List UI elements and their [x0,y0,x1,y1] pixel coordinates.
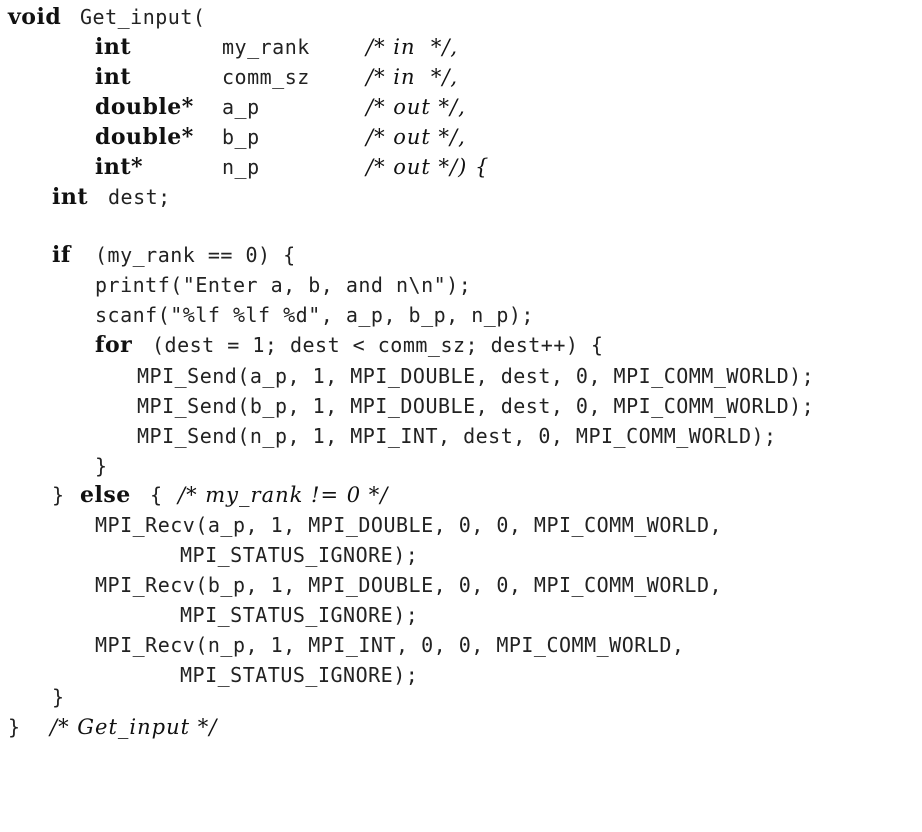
code-text: (my_rank == 0) { [95,243,296,267]
code-keyword: for [95,332,133,358]
code-comment: /* out */, [366,125,466,149]
code-comment: /* my_rank != 0 */ [178,483,389,507]
code-line: double* a_p /* out */, [0,92,465,122]
code-text: dest; [108,185,171,209]
code-listing: void Get_input( int my_rank /* in */, in… [0,2,814,742]
code-line: MPI_Recv(a_p, 1, MPI_DOUBLE, 0, 0, MPI_C… [0,510,722,540]
code-line: } [0,451,107,481]
code-comment: /* in */, [366,35,459,59]
code-line: } else { /* my_rank != 0 */ [0,480,387,510]
code-text: comm_sz [222,65,310,89]
code-line: MPI_STATUS_IGNORE); [0,600,418,630]
code-text: } [52,685,65,709]
code-keyword: int [52,184,89,210]
code-comment: /* out */) { [366,155,490,179]
code-line: } [0,682,64,712]
code-keyword: if [52,242,71,268]
code-line: MPI_Recv(b_p, 1, MPI_DOUBLE, 0, 0, MPI_C… [0,570,722,600]
code-comment: /* Get_input */ [50,715,218,739]
code-text: } [95,454,108,478]
code-text: MPI_Recv(n_p, 1, MPI_INT, 0, 0, MPI_COMM… [95,633,685,657]
code-line: double* b_p /* out */, [0,122,465,152]
code-text: my_rank [222,35,310,59]
code-text: a_p [222,95,260,119]
code-keyword: double* [95,94,194,120]
code-line: MPI_Send(b_p, 1, MPI_DOUBLE, dest, 0, MP… [0,391,814,421]
code-keyword: void [8,4,62,30]
code-text: } [52,483,65,507]
code-text: MPI_Recv(b_p, 1, MPI_DOUBLE, 0, 0, MPI_C… [95,573,723,597]
code-text: { [150,483,163,507]
code-text: (dest = 1; dest < comm_sz; dest++) { [152,333,604,357]
code-line: for (dest = 1; dest < comm_sz; dest++) { [0,330,603,360]
code-keyword: double* [95,124,194,150]
code-line: MPI_Send(a_p, 1, MPI_DOUBLE, dest, 0, MP… [0,361,814,391]
code-text: n_p [222,155,260,179]
code-text: MPI_Send(a_p, 1, MPI_DOUBLE, dest, 0, MP… [137,364,815,388]
code-line: } /* Get_input */ [0,712,216,742]
code-text: MPI_Recv(a_p, 1, MPI_DOUBLE, 0, 0, MPI_C… [95,513,723,537]
code-line: MPI_Recv(n_p, 1, MPI_INT, 0, 0, MPI_COMM… [0,630,684,660]
code-line: int* n_p /* out */) { [0,152,488,182]
code-text: MPI_STATUS_IGNORE); [180,663,419,687]
code-text: } [8,715,21,739]
code-line: printf("Enter a, b, and n\n"); [0,270,471,300]
code-comment: /* in */, [366,65,459,89]
code-keyword: int* [95,154,144,180]
code-text: b_p [222,125,260,149]
code-text: MPI_STATUS_IGNORE); [180,603,419,627]
code-line: int dest; [0,182,170,212]
code-text: MPI_Send(n_p, 1, MPI_INT, dest, 0, MPI_C… [137,424,777,448]
code-line: void Get_input( [0,2,205,32]
code-comment: /* out */, [366,95,466,119]
code-text: printf("Enter a, b, and n\n"); [95,273,472,297]
code-line: scanf("%lf %lf %d", a_p, b_p, n_p); [0,300,533,330]
code-line: int comm_sz /* in */, [0,62,457,92]
code-text: scanf("%lf %lf %d", a_p, b_p, n_p); [95,303,534,327]
code-line: MPI_Send(n_p, 1, MPI_INT, dest, 0, MPI_C… [0,421,776,451]
code-text: Get_input( [80,5,206,29]
code-keyword: else [80,482,131,508]
code-line: if (my_rank == 0) { [0,240,295,270]
code-text: MPI_STATUS_IGNORE); [180,543,419,567]
code-keyword: int [95,34,132,60]
code-line: MPI_STATUS_IGNORE); [0,540,418,570]
code-line: int my_rank /* in */, [0,32,457,62]
code-keyword: int [95,64,132,90]
code-text: MPI_Send(b_p, 1, MPI_DOUBLE, dest, 0, MP… [137,394,815,418]
code-line: MPI_STATUS_IGNORE); [0,660,418,690]
